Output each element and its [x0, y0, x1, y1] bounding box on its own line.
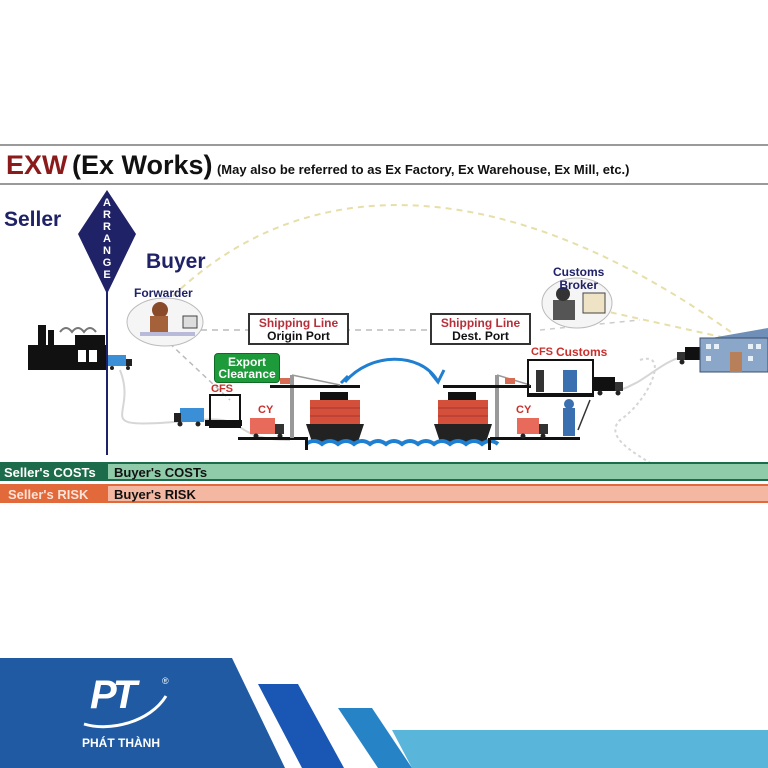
buyer-label: Buyer — [146, 250, 206, 273]
origin-ship-icon — [306, 392, 364, 442]
header-bottom-rule — [0, 183, 768, 185]
export-line2: Clearance — [218, 367, 276, 381]
factory-icon — [28, 325, 106, 370]
arrange-letter: G — [102, 257, 112, 269]
arrange-letter: A — [103, 197, 111, 209]
costs-bar: Seller's COSTs Buyer's COSTs — [0, 462, 768, 481]
origin-box-line2: Origin Port — [267, 329, 330, 343]
buyer-costs: Buyer's COSTs — [114, 465, 208, 480]
cy-dest-label: CY — [516, 404, 532, 416]
arrange-letter: R — [103, 221, 111, 233]
seller-label: Seller — [4, 208, 62, 231]
seller-risk: Seller's RISK — [0, 486, 108, 503]
header-top-rule — [0, 144, 768, 146]
arrange-letter: R — [103, 209, 111, 221]
customs-dest-label: Customs — [556, 345, 608, 359]
seller-costs: Seller's COSTs — [0, 464, 108, 481]
title-subtitle: (May also be referred to as Ex Factory, … — [216, 162, 630, 177]
shipping-line-origin-box: Shipping Line Origin Port — [248, 313, 349, 345]
warehouse-icon — [699, 328, 768, 373]
customs-broker-line2: Broker — [559, 278, 599, 292]
title-name: (Ex Works) — [71, 150, 213, 180]
logo-mark: PT — [90, 673, 137, 717]
destination-ship-icon — [434, 392, 492, 442]
company-name: PHÁT THÀNH — [82, 736, 160, 750]
cfs-dest-label: CFS — [531, 346, 553, 358]
cy-origin-label: CY — [258, 404, 274, 416]
registered-mark: ® — [162, 676, 169, 686]
arrange-letter: A — [103, 233, 111, 245]
arrange-letter: N — [103, 245, 111, 257]
brand-logo: PT ® — [80, 674, 180, 734]
dest-box-line1: Shipping Line — [440, 316, 521, 330]
dest-box-line2: Dest. Port — [452, 329, 509, 343]
risk-bar: Seller's RISK Buyer's RISK — [0, 484, 768, 503]
arrange-letter: E — [103, 269, 111, 281]
title-code: EXW — [6, 150, 68, 180]
customs-broker-label: Customs Broker — [553, 266, 604, 292]
shipping-line-dest-box: Shipping Line Dest. Port — [430, 313, 531, 345]
buyer-risk: Buyer's RISK — [114, 487, 196, 502]
diagram-title: EXW (Ex Works) (May also be referred to … — [6, 150, 630, 181]
origin-box-line1: Shipping Line — [258, 316, 339, 330]
export-line1: Export — [227, 355, 266, 369]
export-clearance-badge: Export Clearance — [214, 353, 280, 383]
arrange-diamond: A R R A N G E — [78, 190, 136, 294]
customs-broker-line1: Customs — [553, 265, 605, 279]
logo-swoosh-icon — [83, 695, 168, 729]
brand-footer: PT ® PHÁT THÀNH — [0, 658, 768, 768]
cfs-origin-label: CFS — [211, 383, 233, 395]
forwarder-label: Forwarder — [134, 286, 193, 300]
